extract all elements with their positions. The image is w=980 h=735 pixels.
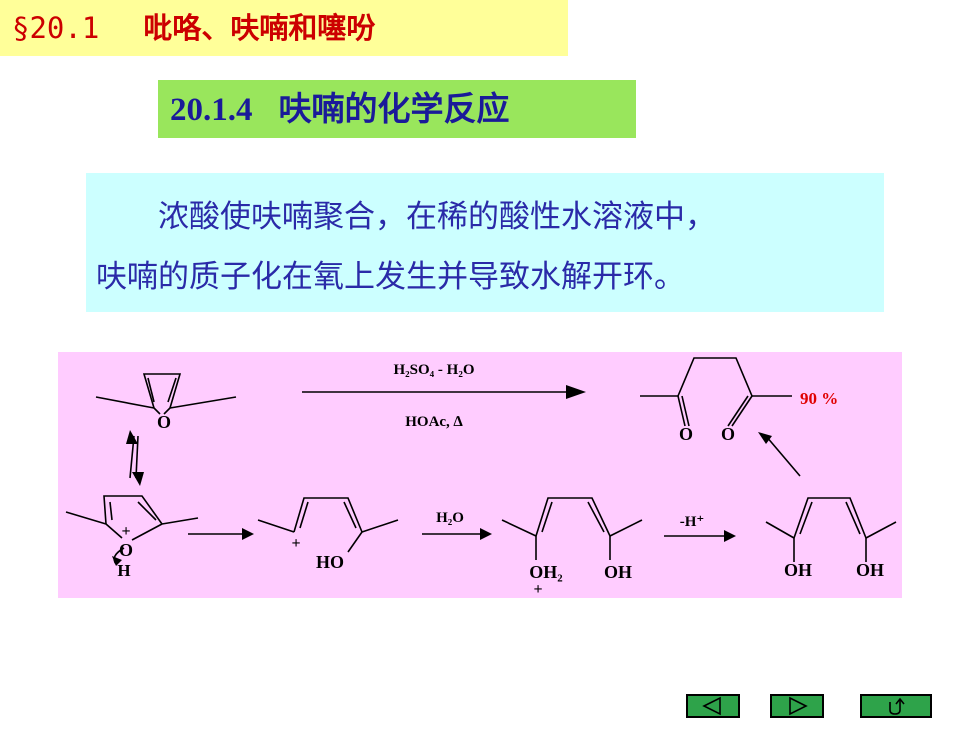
reaction-scheme-drawing: O H₂SO₄ - H₂O HOAc, ∆ O O 90 % + O H + H… — [65, 357, 897, 598]
return-arrow-icon — [889, 697, 905, 715]
explanation-line-2: 呋喃的质子化在氧上发生并导致水解开环。 — [96, 259, 685, 295]
protonated-oxygen: O — [119, 540, 133, 560]
step1-arrow-head — [242, 528, 254, 540]
triangle-right-icon — [789, 696, 808, 716]
product-oxygen-2: O — [721, 424, 735, 444]
protonated-furan-ring — [103, 495, 163, 525]
main-arrow-head — [566, 385, 586, 399]
reagent-bottom: HOAc, ∆ — [405, 414, 463, 430]
oxonium-group-charge: + — [533, 581, 542, 598]
enediol-chain — [793, 497, 867, 539]
cation-hydroxyl: HO — [316, 552, 344, 572]
explanation-box: 浓酸使呋喃聚合，在稀的酸性水溶液中， 呋喃的质子化在氧上发生并导致水解开环。 — [86, 173, 884, 312]
oxonium-chain — [535, 497, 611, 537]
carbocation-charge: + — [291, 535, 300, 552]
oxonium-charge: + — [121, 523, 130, 540]
enediol-hydroxyl-1: OH — [784, 560, 812, 580]
section-number: §20.1 — [12, 11, 100, 45]
enediol-hydroxyl-2: OH — [856, 560, 884, 580]
section-header: §20.1 吡咯、呋喃和噻吩 — [0, 0, 568, 56]
furan-ring — [142, 373, 182, 409]
proton-label: H — [117, 561, 130, 580]
return-button[interactable] — [860, 694, 932, 718]
step-deprotonation: -H⁺ — [680, 514, 705, 530]
step3-arrow-head — [724, 530, 736, 542]
prev-slide-button[interactable] — [686, 694, 740, 718]
reagent-top: H₂SO₄ - H₂O — [394, 362, 475, 378]
oxonium-group: OH₂ — [529, 562, 562, 582]
yield-label: 90 % — [800, 389, 838, 408]
diagonal-arrow-head — [758, 432, 772, 444]
triangle-left-icon — [702, 696, 721, 716]
product-oxygen-1: O — [679, 424, 693, 444]
subsection-number: 20.1.4 — [170, 92, 253, 128]
explanation-line-1: 浓酸使呋喃聚合，在稀的酸性水溶液中， — [158, 199, 716, 235]
section-title: 吡咯、呋喃和噻吩 — [143, 11, 376, 45]
oxonium-chain-hydroxyl: OH — [604, 562, 632, 582]
step2-arrow-head — [480, 528, 492, 540]
step-water: H₂O — [436, 510, 464, 526]
cation-chain — [293, 497, 363, 533]
reaction-scheme: O H₂SO₄ - H₂O HOAc, ∆ O O 90 % + O H + H… — [58, 352, 902, 598]
furan-oxygen: O — [157, 412, 171, 432]
next-slide-button[interactable] — [770, 694, 824, 718]
diketone-chain — [677, 357, 753, 397]
subsection-title-box: 20.1.4 呋喃的化学反应 — [158, 80, 636, 138]
subsection-title: 呋喃的化学反应 — [278, 89, 510, 128]
